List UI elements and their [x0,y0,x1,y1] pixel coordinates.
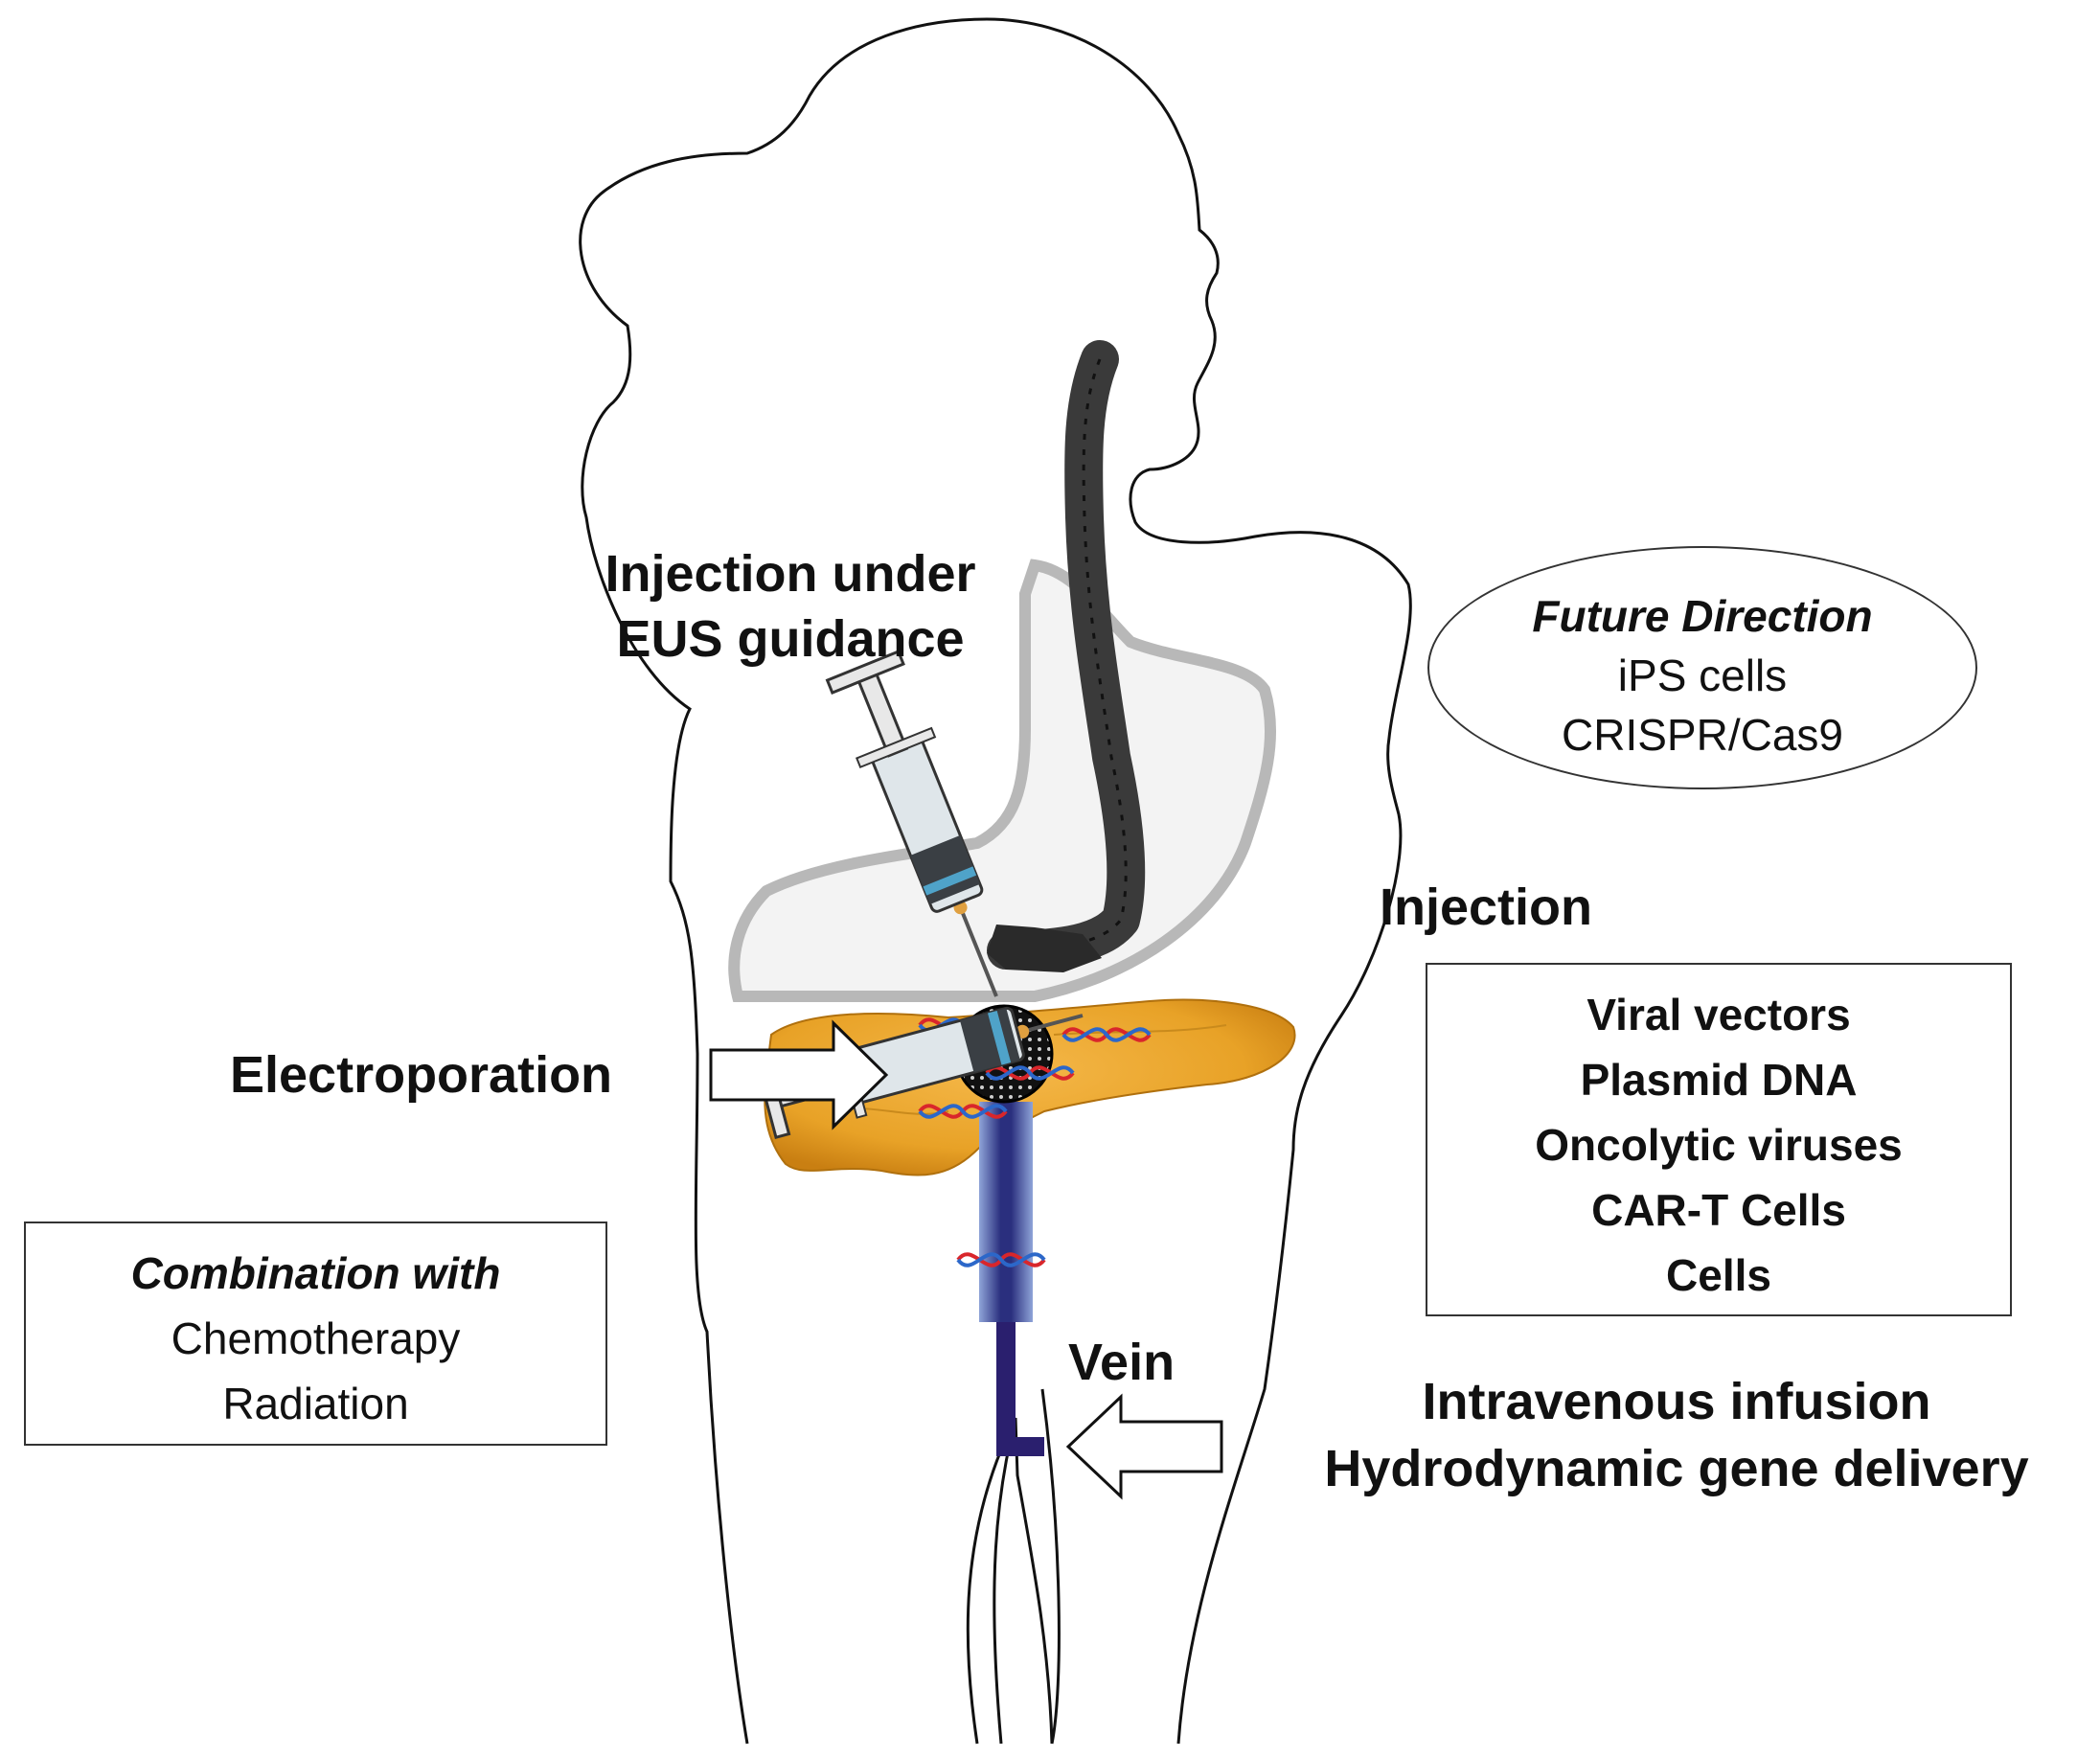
agent-cells: Cells [1666,1250,1771,1300]
eus-label-line1: Injection under [605,545,976,603]
future-direction-title: Future Direction [1532,591,1873,641]
intravenous-delivery-label: Intravenous infusion Hydrodynamic gene d… [1265,1368,2089,1502]
hydrodynamic-delivery-text: Hydrodynamic gene delivery [1324,1440,2029,1497]
endoscope-ridges [1005,358,1128,952]
combination-title: Combination with [130,1248,501,1298]
electroporation-label: Electroporation [230,1046,613,1104]
vein-label: Vein [1068,1334,1176,1391]
future-item-crispr: CRISPR/Cas9 [1562,710,1843,760]
agent-plasmid-dna: Plasmid DNA [1580,1055,1858,1105]
vein-bend [996,1437,1044,1456]
agent-car-t-cells: CAR-T Cells [1591,1185,1846,1235]
vein-column [996,1322,1016,1451]
eus-label-line2: EUS guidance [616,610,965,668]
future-direction-ellipse: Future Direction iPS cells CRISPR/Cas9 [1427,546,1977,789]
electroporation-arrow [709,1019,889,1130]
vein-arrow [1065,1393,1223,1500]
injection-label: Injection [1380,879,1593,936]
vein-light-column [979,1102,1033,1322]
agent-viral-vectors: Viral vectors [1586,990,1851,1039]
future-item-ips: iPS cells [1617,651,1788,700]
combination-radiation: Radiation [222,1379,409,1428]
eus-injection-label: Injection under EUS guidance [551,541,1030,672]
combination-chemotherapy: Chemotherapy [171,1313,461,1363]
endoscope-tip [987,925,1102,972]
syringe-eus [825,650,998,997]
combination-box: Combination with Chemotherapy Radiation [24,1221,607,1446]
intravenous-infusion-text: Intravenous infusion [1422,1373,1931,1430]
injection-agents-box: Viral vectors Plasmid DNA Oncolytic viru… [1426,963,2012,1316]
agent-oncolytic-viruses: Oncolytic viruses [1535,1120,1903,1170]
